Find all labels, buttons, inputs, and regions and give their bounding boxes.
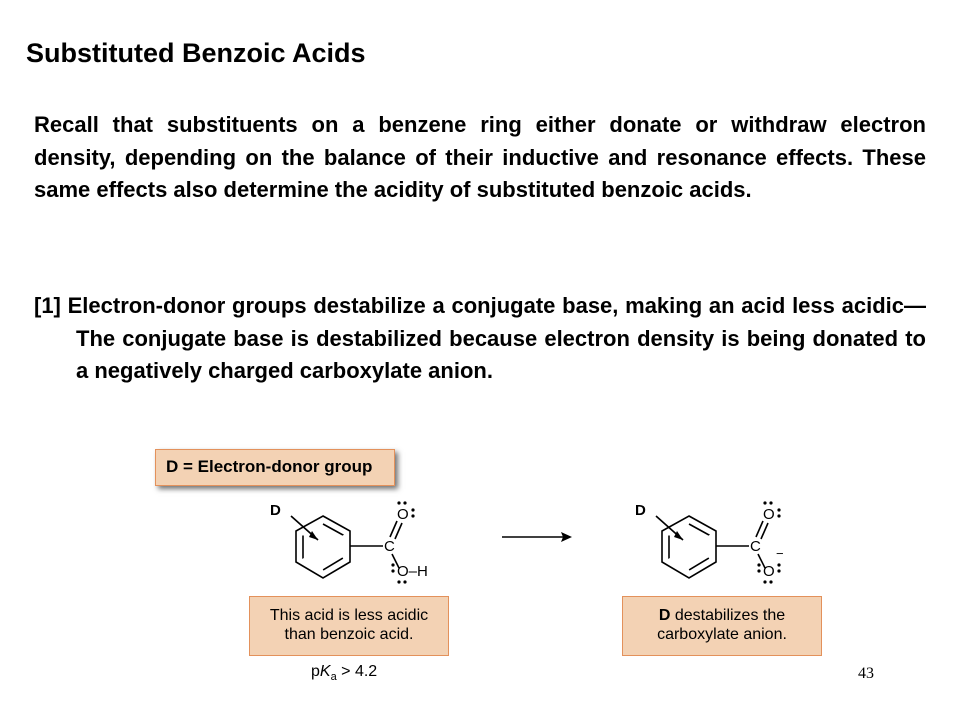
base-carbon: C xyxy=(750,538,761,555)
pka-rest: > 4.2 xyxy=(336,663,378,680)
acid-carbonyl-oxygen: O xyxy=(397,506,409,523)
pka-prefix: p xyxy=(311,663,320,680)
acid-lone-pairs xyxy=(391,501,415,584)
base-carbonyl-oxygen: O xyxy=(763,506,775,523)
base-note-d: D xyxy=(658,607,671,624)
base-note-line-1: destabilizes the xyxy=(670,607,786,624)
acid-hydroxyl: O–H xyxy=(397,563,428,580)
intro-paragraph: Recall that substituents on a benzene ri… xyxy=(34,112,926,202)
base-ring-inner-bonds xyxy=(668,523,710,571)
slide-title: Substituted Benzoic Acids xyxy=(26,38,366,68)
page-number: 43 xyxy=(858,665,874,682)
acid-note-line-1: This acid is less acidic xyxy=(269,607,429,624)
acid-note-box: This acid is less acidic than benzoic ac… xyxy=(249,596,449,656)
acid-structure: D C O O–H xyxy=(270,501,428,584)
point-1-paragraph: [1] Electron-donor groups destabilize a … xyxy=(34,293,926,383)
base-benzene-ring xyxy=(661,515,717,579)
acid-benzene-ring xyxy=(295,515,351,579)
acid-carbon: C xyxy=(384,538,395,555)
acid-ring-inner-bonds xyxy=(302,523,344,571)
acid-note-line-2: than benzoic acid. xyxy=(284,626,414,643)
acid-substituent-d: D xyxy=(270,502,281,519)
pka-subscript: a xyxy=(330,671,337,684)
base-lone-pairs xyxy=(757,501,781,584)
base-structure: D C O O − xyxy=(635,501,784,584)
reaction-arrow xyxy=(502,532,572,542)
base-substituent-d: D xyxy=(635,502,646,519)
base-anion-oxygen: O xyxy=(763,563,775,580)
base-note-line-2: carboxylate anion. xyxy=(657,626,787,643)
base-note-box: D destabilizes the carboxylate anion. xyxy=(622,596,822,656)
pka-value: pKa > 4.2 xyxy=(311,663,377,683)
base-negative-charge: − xyxy=(776,546,784,561)
pka-k: K xyxy=(319,663,331,680)
legend-box: D = Electron-donor group xyxy=(155,449,395,486)
